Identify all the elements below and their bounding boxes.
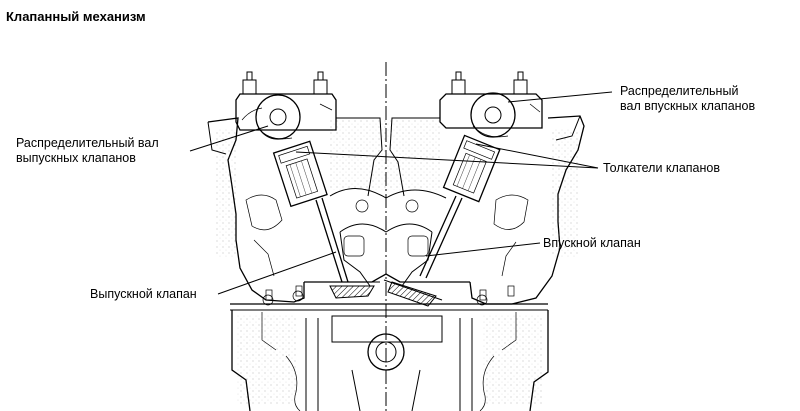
right-cam-bearing	[439, 71, 543, 129]
label-intake-camshaft-line1: Распределительный	[620, 84, 738, 98]
exhaust-camshaft	[255, 94, 301, 140]
leader-intake-camshaft	[507, 91, 613, 103]
label-exhaust-camshaft-line1: Распределительный вал	[16, 136, 159, 150]
label-intake-camshaft-line2: вал впускных клапанов	[620, 99, 755, 113]
leader-lines	[189, 91, 613, 295]
diagram-title: Клапанный механизм	[6, 9, 146, 24]
leader-tappet-right	[475, 143, 599, 169]
engine-block	[230, 303, 549, 411]
label-tappets: Толкатели клапанов	[603, 161, 720, 175]
left-cam-bearing	[235, 71, 337, 131]
intake-valve-assembly	[383, 134, 501, 307]
label-exhaust-camshaft-line2: выпускных клапанов	[16, 151, 136, 165]
cylinder-head-body	[207, 115, 585, 306]
engine-drawing	[207, 62, 585, 411]
label-intake-valve: Впускной клапан	[543, 236, 641, 250]
leader-exhaust-valve	[217, 251, 337, 295]
label-exhaust-valve: Выпускной клапан	[90, 287, 197, 301]
intake-camshaft	[470, 92, 516, 138]
leader-exhaust-camshaft	[189, 125, 269, 152]
labels: Распределительный вал выпускных клапанов…	[16, 84, 755, 301]
leader-tappet-left	[295, 151, 599, 169]
leader-intake-valve	[425, 242, 541, 257]
